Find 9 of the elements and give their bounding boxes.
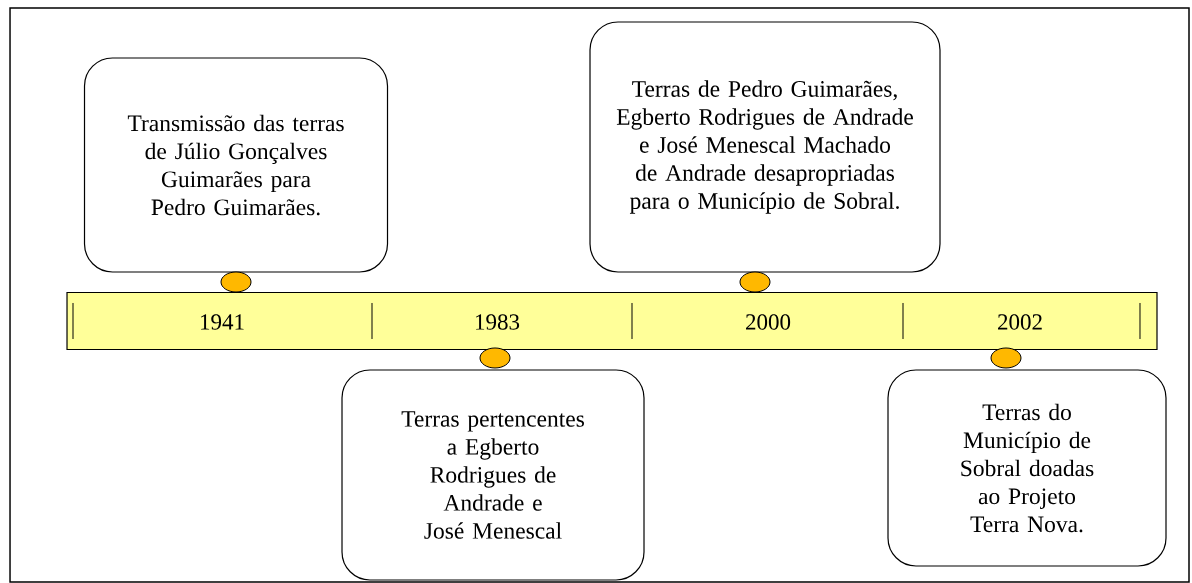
event-box: Terras de Pedro Guimarães, Egberto Rodrigues de Andrade e José Menescal Machado de Andrade desapropriadas para o Município de Sobral. bbox=[589, 21, 941, 273]
year-label: 2002 bbox=[998, 314, 1042, 330]
year-label: 2000 bbox=[746, 314, 791, 330]
year-label: 1983 bbox=[476, 314, 520, 330]
event-box: Terras pertencentes a Egberto Rodrigues de Andrade e José Menescal bbox=[341, 369, 645, 581]
timeline-bar bbox=[66, 291, 1158, 351]
year-label: 1941 bbox=[201, 314, 244, 330]
event-box: Transmissão das terras de Júlio Gonçalves Guimarães para Pedro Guimarães. bbox=[83, 57, 389, 273]
event-box: Terras do Município de Sobral doadas ao Projeto Terra Nova. bbox=[887, 369, 1167, 567]
